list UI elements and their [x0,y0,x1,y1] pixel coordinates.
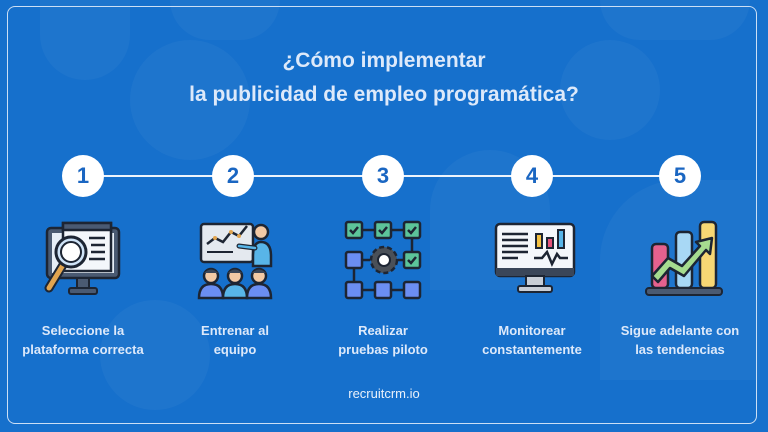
step-number-badge: 2 [212,155,254,197]
step-label: Monitorear constantemente [482,323,582,357]
monitor-magnifier-icon [41,218,125,302]
content-frame [7,6,757,424]
title-line-1: ¿Cómo implementar [282,49,486,72]
step-label: Seleccione la plataforma correcta [22,323,144,357]
footer-brand-link[interactable]: recruitcrm.io [348,386,420,401]
step-label: Realizar pruebas piloto [338,323,428,357]
step-number-badge: 4 [511,155,553,197]
title-line-2: la publicidad de empleo programática? [189,83,579,106]
step-label: Entrenar al equipo [201,323,269,357]
page-title: ¿Cómo implementar la publicidad de emple… [0,44,768,112]
step-number-badge: 5 [659,155,701,197]
presentation-team-icon [193,218,277,302]
step-number-badge: 1 [62,155,104,197]
monitor-dashboard-icon [492,218,576,302]
flowchart-gear-icon [342,218,426,302]
step-label: Sigue adelante con las tendencias [620,323,740,357]
step-number-badge: 3 [362,155,404,197]
growth-chart-icon [642,214,726,298]
